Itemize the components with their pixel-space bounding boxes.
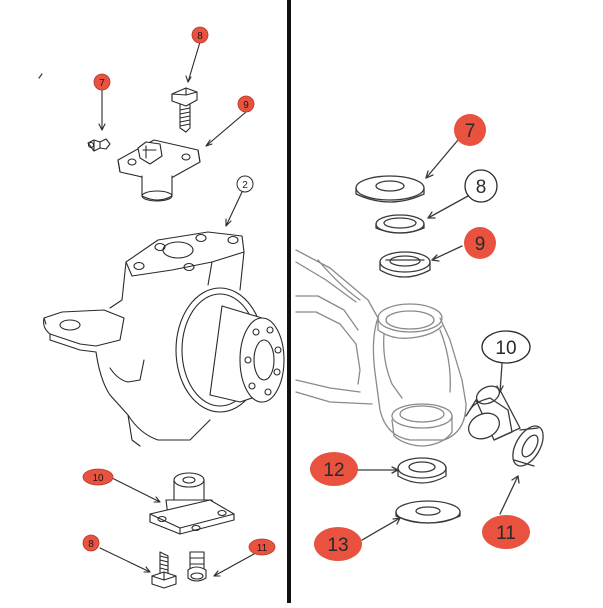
callout-right-11: 11 [482,515,530,549]
callout-left-10: 10 [82,468,114,486]
right-part-10-bushing [465,385,521,441]
svg-text:9: 9 [243,100,249,111]
left-leader-lines [98,41,255,577]
svg-text:10: 10 [92,473,104,484]
callout-right-8: 8 [464,169,498,203]
svg-text:11: 11 [257,543,268,554]
callout-right-10: 10 [481,330,531,364]
upper-ball-joint [117,139,201,202]
axle-housing [295,249,467,447]
callout-left-8-top: 8 [191,26,209,44]
svg-text:2: 2 [242,180,248,191]
callout-right-7: 7 [454,114,486,146]
right-part-8-seal [375,214,425,234]
steering-knuckle [43,231,285,447]
svg-text:8: 8 [88,539,94,550]
callout-left-11: 11 [248,538,276,556]
lower-bolt [151,551,177,589]
grease-nipple [87,138,111,152]
right-panel: 7 8 9 10 11 12 13 [295,114,544,561]
callout-left-9: 9 [237,95,255,113]
svg-text:10: 10 [495,338,516,359]
callout-right-13: 13 [314,527,362,561]
right-part-11-ring [512,425,544,467]
callout-left-8-bottom: 8 [82,534,100,552]
svg-text:13: 13 [327,535,348,556]
callout-left-7: 7 [93,73,111,91]
svg-text:8: 8 [476,177,487,198]
right-part-13-washer [395,500,461,524]
svg-text:11: 11 [496,523,516,544]
svg-text:7: 7 [465,121,476,142]
callout-left-2: 2 [236,175,254,193]
left-panel: 8 7 9 2 10 8 11 [38,26,285,589]
callout-right-9: 9 [464,227,496,259]
upper-bolt [171,87,198,133]
right-part-12-bearing [397,457,447,484]
svg-text:8: 8 [197,31,203,42]
svg-text:12: 12 [323,460,344,481]
right-part-7-ring [355,175,425,203]
grease-fitting-lower [187,551,207,582]
callout-right-12: 12 [310,452,358,486]
svg-text:7: 7 [99,78,105,89]
right-leader-lines [355,139,520,541]
right-part-9-bearing [379,251,431,278]
lower-ball-joint [149,472,235,535]
svg-text:9: 9 [475,234,486,255]
stray-mark [38,73,43,79]
